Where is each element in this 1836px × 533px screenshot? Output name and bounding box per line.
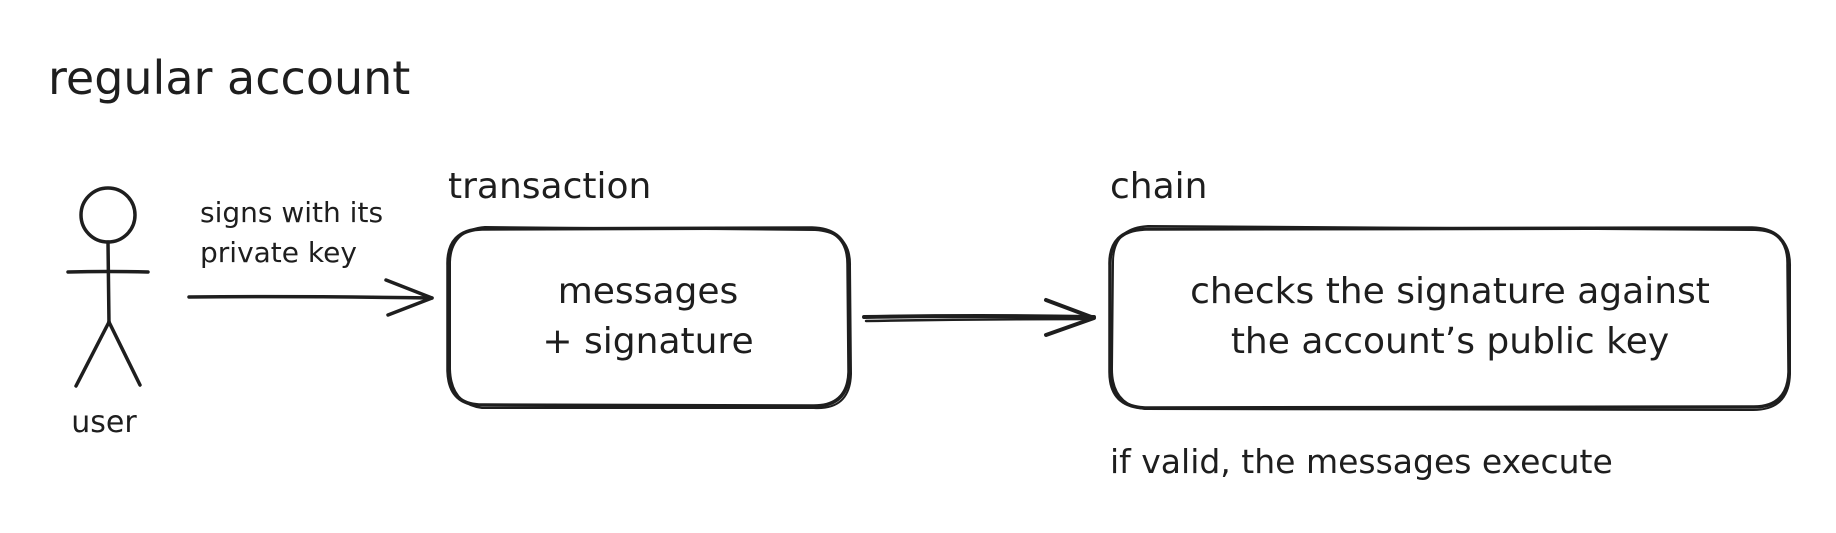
diagram-title: regular account <box>48 51 410 105</box>
chain-heading: chain <box>1110 166 1208 207</box>
chain-result-note: if valid, the messages execute <box>1110 442 1613 481</box>
transaction-line1: messages <box>558 271 739 312</box>
submit-arrow <box>862 298 1096 337</box>
chain-line2: the account’s public key <box>1231 321 1669 362</box>
user-stick-figure-icon <box>66 186 150 388</box>
sign-arrow-label-line1: signs with its <box>200 196 383 229</box>
chain-box <box>1108 225 1792 411</box>
transaction-box <box>446 226 852 410</box>
sign-arrow-label-line2: private key <box>200 236 357 269</box>
chain-line1: checks the signature against <box>1190 271 1710 312</box>
user-label: user <box>71 405 137 440</box>
transaction-heading: transaction <box>448 166 651 207</box>
sign-arrow <box>187 278 434 317</box>
transaction-line2: + signature <box>542 321 753 362</box>
